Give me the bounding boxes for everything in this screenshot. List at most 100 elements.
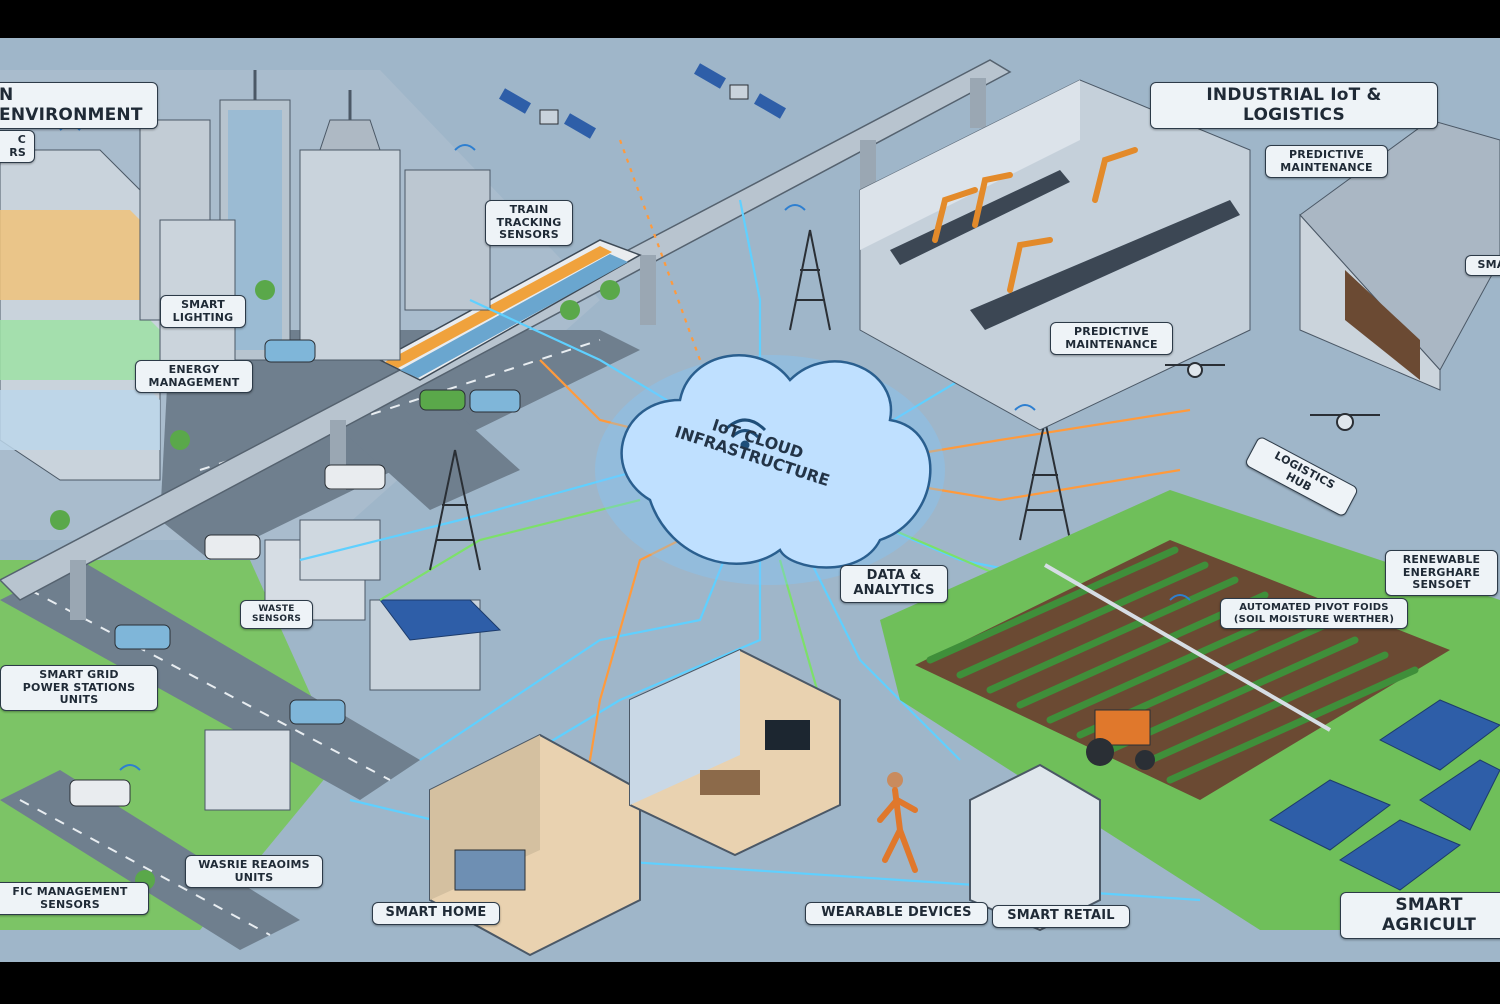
solar-panel bbox=[1379, 699, 1500, 771]
label-waste-readings: WASRIE REAOIMS UNITS bbox=[185, 855, 323, 889]
label-smart-retail: SMART RETAIL bbox=[992, 905, 1130, 928]
label-traffic-sensors-top: C RS bbox=[0, 130, 35, 164]
tractor-wheel bbox=[1086, 738, 1114, 766]
runner-head bbox=[887, 772, 903, 788]
crop-row bbox=[956, 561, 1209, 679]
drones bbox=[1165, 362, 1380, 431]
signal-icon bbox=[119, 764, 141, 771]
drone-icon bbox=[1165, 362, 1225, 378]
road-lower bbox=[0, 770, 300, 950]
cell-tower-right bbox=[1019, 419, 1071, 541]
building-smart-office-floor-green bbox=[0, 320, 160, 380]
car bbox=[69, 779, 131, 807]
label-renewable-energy: RENEWABLE ENERGHARE SENSOET bbox=[1385, 550, 1498, 596]
crop-row bbox=[1136, 651, 1389, 769]
warehouse bbox=[1299, 119, 1500, 391]
crop-row bbox=[1106, 636, 1359, 754]
building-smart-office-floor bbox=[0, 210, 160, 300]
label-predictive-maintenance-mid: PREDICTIVE MAINTENANCE bbox=[1050, 322, 1173, 356]
train-windows bbox=[400, 254, 628, 378]
cloud-shape bbox=[620, 354, 932, 569]
car bbox=[204, 534, 261, 560]
tractor bbox=[1086, 709, 1155, 770]
smart-home-rooms bbox=[429, 648, 1101, 957]
solar-panel bbox=[1419, 759, 1500, 831]
road-markings bbox=[19, 339, 601, 936]
label-smart-grid: SMART GRID POWER STATIONS UNITS bbox=[0, 665, 158, 711]
label-warehouse: SMA bbox=[1465, 255, 1500, 276]
room-bedroom bbox=[429, 733, 641, 957]
robot-arm bbox=[972, 172, 1013, 228]
label-train-tracking: TRAIN TRACKING SENSORS bbox=[485, 200, 573, 246]
bed bbox=[454, 849, 526, 891]
signal-icon bbox=[454, 144, 476, 151]
cell-tower-top bbox=[789, 229, 831, 331]
label-smart-lighting: SMART LIGHTING bbox=[160, 295, 246, 329]
trees bbox=[50, 280, 620, 890]
building-smart-office-floor-blue bbox=[0, 390, 160, 450]
factory-back-wall bbox=[860, 80, 1080, 250]
link-blue bbox=[419, 519, 742, 761]
pivot-irrigator bbox=[1043, 563, 1332, 732]
signal-icon bbox=[1169, 594, 1191, 601]
sofa bbox=[700, 770, 760, 795]
car bbox=[324, 464, 386, 490]
road-marking bbox=[19, 799, 271, 936]
cars bbox=[69, 339, 521, 807]
crop-row bbox=[986, 576, 1239, 694]
solar-roof bbox=[379, 599, 502, 641]
warehouse-door bbox=[1345, 270, 1420, 380]
building-tower bbox=[299, 149, 401, 361]
top-letterbox bbox=[0, 0, 1500, 38]
car bbox=[289, 699, 346, 725]
label-traffic-management: FIC MANAGEMENT SENSORS bbox=[0, 882, 149, 916]
crop-row bbox=[1166, 666, 1419, 784]
road-marking bbox=[29, 589, 391, 781]
label-predictive-maintenance-top: PREDICTIVE MAINTENANCE bbox=[1265, 145, 1388, 179]
train-stripe bbox=[385, 246, 612, 368]
bottom-letterbox bbox=[0, 962, 1500, 1000]
label-energy-management: ENERGY MANAGEMENT bbox=[135, 360, 253, 394]
solar-panel bbox=[1269, 779, 1391, 851]
label-waste-sensors: WASTE SENSORS bbox=[240, 600, 313, 629]
runner-body bbox=[877, 787, 918, 873]
label-data-analytics: DATA & ANALYTICS bbox=[840, 565, 948, 603]
label-smart-home: SMART HOME bbox=[372, 902, 500, 925]
iot-cloud bbox=[595, 354, 945, 585]
wifi-icon bbox=[723, 418, 767, 450]
tree bbox=[255, 280, 275, 300]
tree bbox=[170, 430, 190, 450]
robot-arms bbox=[932, 147, 1138, 293]
car bbox=[114, 624, 171, 650]
rail-pillar bbox=[970, 78, 986, 128]
drone-icon bbox=[1310, 413, 1380, 431]
conveyor bbox=[970, 200, 1240, 330]
section-smart-agriculture: SMART AGRICULT bbox=[1340, 892, 1500, 940]
link-blue bbox=[799, 539, 961, 761]
car bbox=[264, 339, 316, 363]
signal-icon bbox=[784, 204, 806, 211]
solar-panel bbox=[1339, 819, 1461, 891]
tree bbox=[50, 510, 70, 530]
rail-pillar bbox=[70, 560, 86, 620]
satellite-icon bbox=[694, 63, 786, 119]
link-blue bbox=[299, 468, 641, 562]
cell-towers bbox=[429, 229, 1071, 571]
link-green bbox=[379, 498, 641, 601]
link-blue bbox=[519, 520, 762, 761]
label-automated-pivot: AUTOMATED PIVOT FOIDS (SOIL MOISTURE WER… bbox=[1220, 598, 1408, 629]
section-industrial-iot: INDUSTRIAL IoT & LOGISTICS bbox=[1150, 82, 1438, 130]
room-living bbox=[629, 648, 841, 857]
car bbox=[469, 389, 521, 413]
signal-icon bbox=[1014, 404, 1036, 411]
tractor-wheel bbox=[1135, 750, 1155, 770]
building-small bbox=[204, 729, 291, 811]
label-wearable-devices: WEARABLE DEVICES bbox=[805, 902, 988, 925]
room-retail-box bbox=[969, 763, 1101, 932]
runner-figure bbox=[877, 772, 918, 873]
satellites bbox=[499, 63, 786, 139]
tree bbox=[560, 300, 580, 320]
robot-arm bbox=[932, 187, 978, 243]
